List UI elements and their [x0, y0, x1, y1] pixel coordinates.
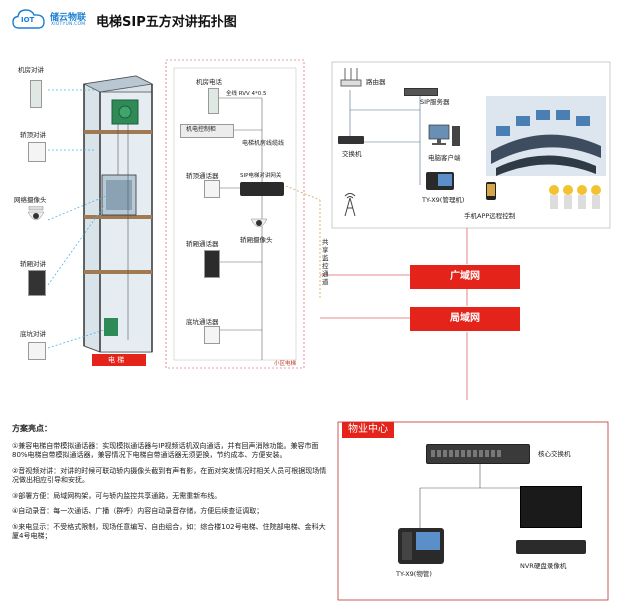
label-pc: 电脑客户端 — [428, 154, 461, 162]
page-title: 电梯SIP五方对讲拓扑图 — [96, 15, 237, 30]
label-machine-room-intercom: 机房对讲 — [18, 66, 44, 74]
router-icon — [340, 68, 362, 88]
label-top-unit: 轿顶通话器 — [186, 172, 219, 180]
switch-icon — [338, 136, 364, 144]
label-car-intercom: 轿厢对讲 — [20, 260, 46, 268]
note-item-4: ④自动录音：每一次通话、广播（群呼）内容自动录音存储，方便后续查证调取； — [12, 507, 264, 515]
elevator-shaft — [82, 75, 154, 353]
label-controller: 机电控制柜 — [186, 126, 217, 133]
network-camera-icon — [26, 205, 46, 226]
label-pit-intercom: 底坑对讲 — [20, 330, 46, 338]
workers-image — [544, 182, 606, 216]
header: IOT 储云物联 XIOTYUN.COM 电梯SIP五方对讲拓扑图 — [12, 8, 312, 32]
elevator-caption — [92, 354, 146, 366]
label-core-switch: 核心交换机 — [538, 450, 571, 458]
elevator-caption-text: 电 梯 — [108, 356, 125, 364]
solution-highlights: 方案亮点： ①兼容电梯自带模拟通话器：实现模拟通话器与IP视频话机双向通话，并有… — [12, 424, 332, 548]
cloud-logo-icon: IOT — [12, 8, 46, 30]
nvr-monitor-icon — [520, 486, 582, 528]
machine-room-box-caption: 小区电梯 — [274, 361, 297, 367]
logo-icon-text: IOT — [21, 16, 35, 24]
label-mobile-app: 手机APP远程控制 — [464, 212, 516, 220]
wan-box: 广域网 — [410, 265, 520, 289]
machine-room-wiring — [218, 97, 263, 360]
nvr-recorder-icon — [516, 540, 586, 554]
controller-cabinet — [180, 124, 234, 138]
property-phone-icon — [398, 528, 444, 564]
wifi-tower-icon — [342, 192, 358, 217]
label-machine-phone: 机房电话 — [196, 78, 222, 86]
label-network-camera: 网络摄像头 — [14, 196, 47, 204]
monitoring-console-image — [486, 96, 606, 176]
property-center-title: 物业中心 — [342, 422, 394, 438]
sip-gateway-icon — [240, 182, 284, 196]
label-nvr: NVR硬盘录像机 — [520, 562, 567, 570]
device-connectors — [47, 89, 107, 349]
center-wiring — [349, 90, 421, 185]
notes-heading: 方案亮点： — [12, 424, 52, 433]
label-sip-server: SIP服务器 — [420, 98, 450, 106]
car-intercom-icon — [28, 270, 46, 296]
top-unit-icon — [204, 180, 220, 198]
label-pit-unit: 底坑通话器 — [186, 318, 219, 326]
logo-domain: XIOTYUN.COM — [51, 22, 86, 27]
label-trailing-cable: 电梯机房线缆线 — [242, 140, 285, 147]
center-links — [320, 228, 468, 400]
label-cable: 全线 RVV 4*0.5 — [226, 91, 267, 97]
label-management-phone: TY-X9(管理机) — [422, 196, 465, 204]
lan-box: 局域网 — [410, 307, 520, 331]
shared-network-line — [285, 185, 321, 300]
label-property-phone: TY-X9(物管) — [396, 570, 432, 578]
note-item-1: ①兼容电梯自带模拟通话器：实现模拟通话器与IP视频话机双向通话，并有回声消除功能… — [12, 441, 319, 460]
pc-icon — [428, 124, 462, 150]
car-top-intercom-icon — [28, 142, 46, 162]
management-phone-icon — [426, 172, 454, 190]
car-camera-icon — [250, 216, 268, 230]
label-car-camera: 轿厢摄像头 — [240, 236, 273, 244]
machine-room-intercom-icon — [30, 80, 42, 108]
car-unit-icon — [204, 250, 220, 278]
note-item-3: ③部署方便：局域网构架，可与轿内监控共享通路，无需重新布线。 — [12, 491, 222, 500]
sip-server-icon — [404, 88, 438, 96]
label-sip-gateway: SIP电梯对讲网关 — [240, 173, 282, 179]
mobile-phone-icon — [486, 182, 496, 200]
note-item-5: ⑤来电显示：不受格式限制，现场任意编写、自由组合，如：综合楼102号电梯、住院部… — [12, 522, 326, 541]
logo-name: 储云物联 — [50, 13, 87, 23]
shared-channel-label: 共享监控通道 — [322, 238, 329, 286]
note-item-2: ②音视频对讲：对讲的时候可联动轿内摄像头截到有声有影，在面对突发情况时相关人员可… — [12, 466, 327, 485]
pit-intercom-icon — [28, 342, 46, 360]
label-router: 路由器 — [366, 78, 386, 86]
core-switch-icon — [426, 444, 530, 464]
label-car-top-intercom: 轿顶对讲 — [20, 131, 46, 139]
machine-phone-icon — [208, 88, 219, 114]
label-switch: 交换机 — [342, 150, 362, 158]
pit-unit-icon — [204, 326, 220, 344]
label-car-unit: 轿厢通话器 — [186, 240, 219, 248]
